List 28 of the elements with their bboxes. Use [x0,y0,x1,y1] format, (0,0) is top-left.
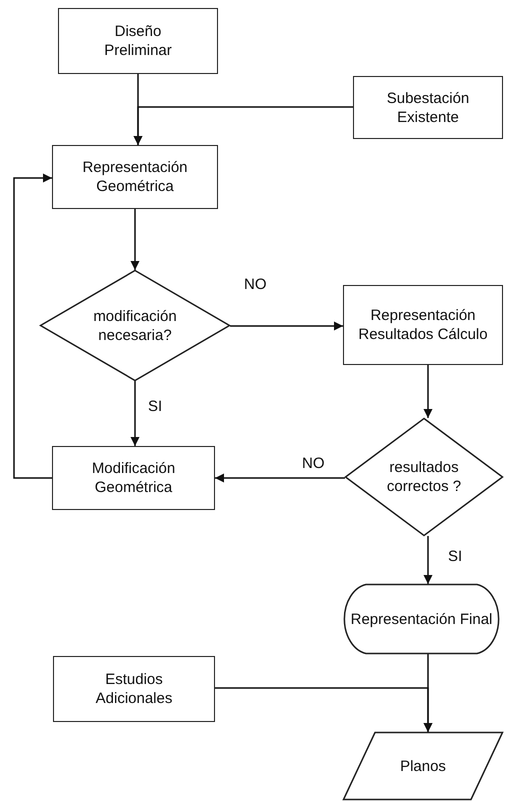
process-box [52,446,215,510]
node-label: Representación Resultados Cálculo [357,306,489,344]
arrow [134,106,353,145]
node-label: Representación Geométrica [81,158,189,196]
node-label: Planos [399,756,447,776]
decision-diamond [345,418,503,536]
process-box [353,76,503,139]
process-box [52,145,218,209]
arrow [130,209,140,270]
decision-diamond [40,270,230,381]
node-label: Diseño Preliminar [103,22,173,60]
arrow [424,365,432,418]
arrow [230,322,343,330]
data-parallelogram [343,732,503,800]
arrow [130,381,140,446]
process-box [53,656,215,722]
node-label: Estudios Adicionales [94,670,174,708]
arrow [215,474,345,482]
arrow [215,687,432,732]
node-label: modificación necesaria? [92,306,178,344]
process-box [343,285,503,365]
process-box [58,8,218,74]
arrow [13,174,52,479]
arrow [424,536,432,584]
node-label: resultados correctos ? [386,458,462,496]
node-label: Representación Final [350,610,494,628]
node-label: Subestación Existente [386,88,470,126]
node-label: Modificación Geométrica [90,459,176,497]
